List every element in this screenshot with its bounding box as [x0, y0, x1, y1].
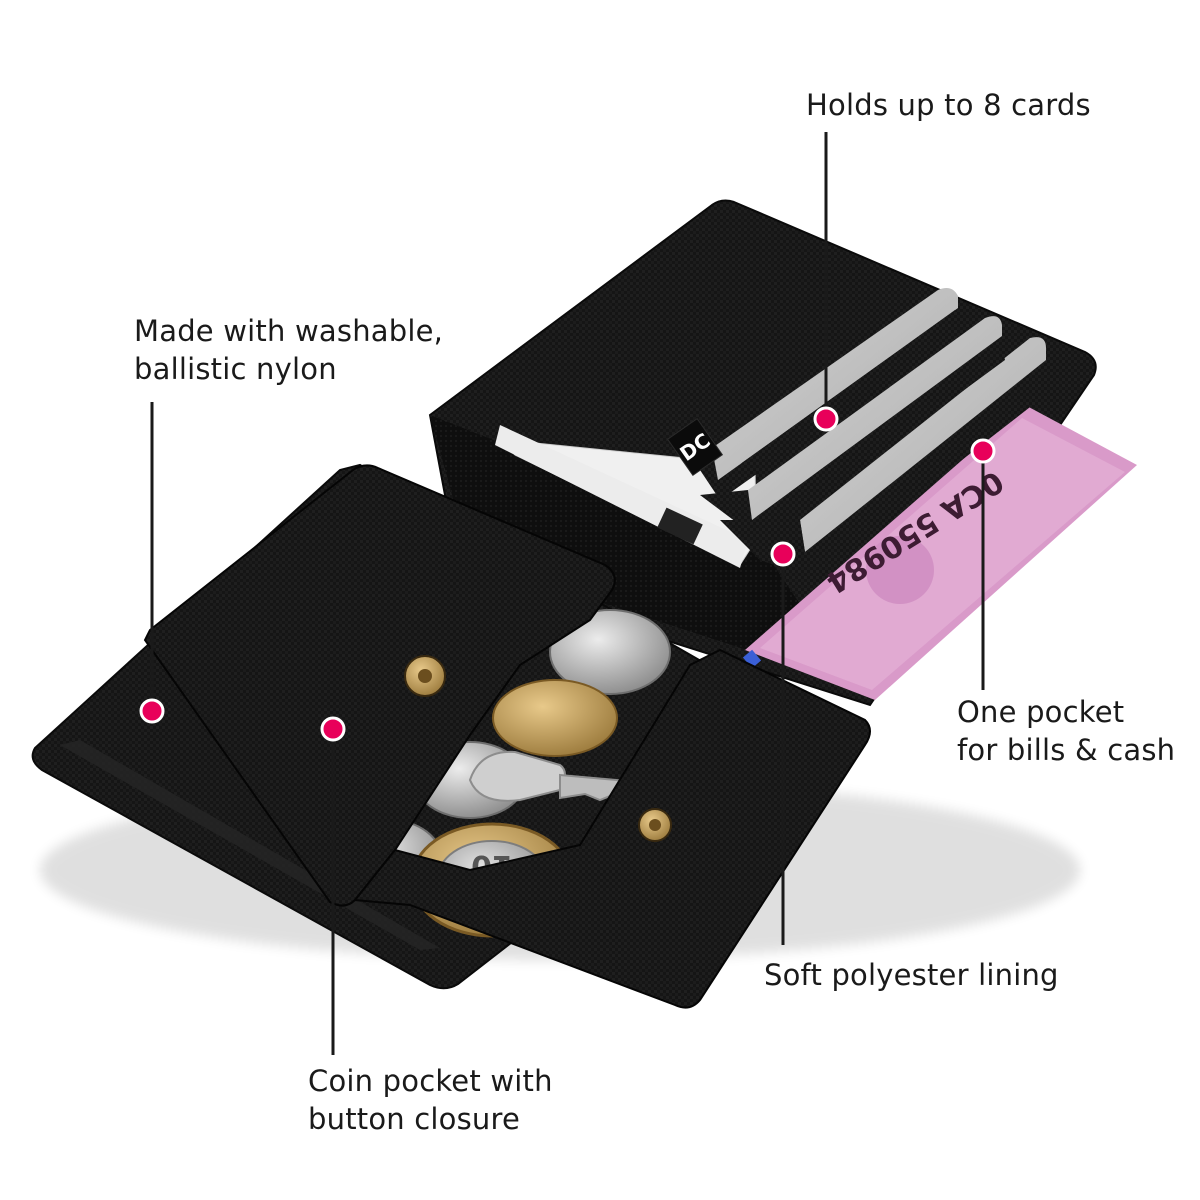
coin-pocket-flap	[143, 464, 616, 907]
silver-coin	[549, 609, 671, 695]
callout-cards-label: Holds up to 8 cards	[806, 88, 1091, 122]
snap-button-top	[404, 655, 446, 697]
callout-nylon-label: Made with washable, ballistic nylon	[134, 314, 444, 386]
callout-coin-pocket-label: Coin pocket with button closure	[308, 1064, 553, 1136]
callout-lining-label: Soft polyester lining	[764, 958, 1059, 992]
brass-coin	[492, 679, 618, 757]
coin-pocket-front	[353, 648, 871, 1009]
snap-button-bottom	[638, 808, 672, 842]
inner-lining	[430, 415, 855, 685]
brand-tag: DC	[666, 417, 724, 477]
callout-bills-label: One pocket for bills & cash	[957, 695, 1176, 767]
